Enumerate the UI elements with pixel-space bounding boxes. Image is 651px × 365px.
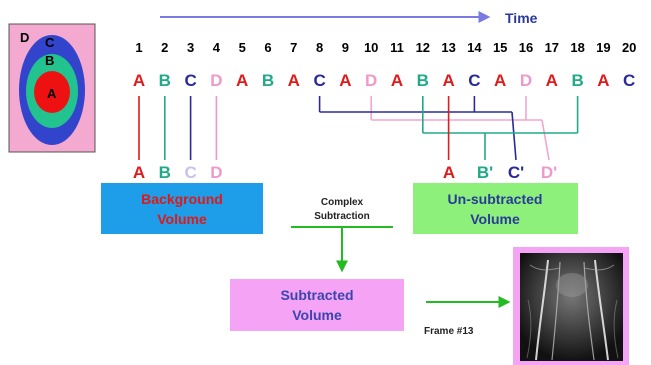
sequence-letter: B — [571, 71, 583, 90]
background-volume-box: Background Volume — [101, 183, 263, 234]
sequence-letter: A — [597, 71, 609, 90]
subtracted-volume-line2: Volume — [292, 307, 342, 323]
sequence-letter: D — [210, 71, 222, 90]
unsubtracted-volume-line2: Volume — [470, 211, 520, 227]
background-volume-line1: Background — [141, 191, 223, 207]
frame-number: 3 — [187, 40, 194, 55]
region-c-label: C — [45, 35, 55, 50]
unsubtracted-volume-line1: Un-subtracted — [448, 191, 543, 207]
sequence-letter: A — [339, 71, 351, 90]
unsubtracted-frame-letter: A — [443, 163, 455, 182]
frame-number: 8 — [316, 40, 323, 55]
background-frame-letter: B — [159, 163, 171, 182]
region-b-label: B — [45, 53, 54, 68]
frame-number: 17 — [545, 40, 559, 55]
unsubtracted-volume-box: Un-subtracted Volume — [413, 183, 578, 234]
sequence-letter: A — [494, 71, 506, 90]
sequence-letter: C — [184, 71, 196, 90]
region-d-label: D — [20, 30, 29, 45]
frame-number: 13 — [441, 40, 455, 55]
background-volume-line2: Volume — [157, 211, 207, 227]
sequence-letter: B — [159, 71, 171, 90]
frame-number: 10 — [364, 40, 378, 55]
sequence-letter: B — [262, 71, 274, 90]
unsubtracted-frame-letter: D' — [541, 163, 557, 182]
sequence-letter: C — [623, 71, 635, 90]
frame-number: 7 — [290, 40, 297, 55]
frame-number: 18 — [570, 40, 584, 55]
complex-subtraction-line2: Subtraction — [314, 211, 370, 222]
frame-number: 1 — [135, 40, 142, 55]
sequence-letter: A — [288, 71, 300, 90]
sequence-letter: D — [520, 71, 532, 90]
region-a-ellipse — [34, 71, 70, 113]
subtracted-volume-box: Subtracted Volume — [230, 279, 404, 331]
background-frame-letter: D — [210, 163, 222, 182]
sequence-letter: B — [417, 71, 429, 90]
subtracted-volume-line1: Subtracted — [280, 287, 353, 303]
sequence-letter: A — [236, 71, 248, 90]
connector-lines — [138, 96, 579, 161]
frame-number: 12 — [416, 40, 430, 55]
frame-number: 16 — [519, 40, 533, 55]
sequence-letter: C — [468, 71, 480, 90]
unsubtracted-frame-letter: C' — [508, 163, 524, 182]
sequence-letter: A — [133, 71, 145, 90]
frame-number: 20 — [622, 40, 636, 55]
background-frame-letter: C — [184, 163, 196, 182]
frame-number: 15 — [493, 40, 507, 55]
sequence-letter: D — [365, 71, 377, 90]
frame-number: 14 — [467, 40, 482, 55]
frame-number: 4 — [213, 40, 221, 55]
frame-label: Frame #13 — [424, 326, 474, 337]
complex-subtraction: Complex Subtraction — [291, 197, 393, 273]
unsubtracted-frames-row: A B' C' D' — [443, 163, 557, 182]
background-frame-letter: A — [133, 163, 145, 182]
connector-line — [541, 119, 550, 161]
region-a-label: A — [47, 86, 57, 101]
frame-number: 5 — [239, 40, 246, 55]
sequence-letter: A — [391, 71, 403, 90]
sequence-letter: C — [313, 71, 325, 90]
sequence-letter: A — [442, 71, 454, 90]
frame-number: 9 — [342, 40, 349, 55]
frame-number: 11 — [390, 40, 404, 55]
time-label: Time — [505, 10, 538, 26]
frame-number: 6 — [264, 40, 271, 55]
frame-number: 19 — [596, 40, 610, 55]
frame-number: 2 — [161, 40, 168, 55]
angiogram-image — [513, 247, 629, 365]
unsubtracted-frame-letter: B' — [477, 163, 493, 182]
kspace-regions-diagram: D C B A — [8, 23, 96, 153]
connector-line — [511, 111, 517, 161]
sequence-letter: A — [546, 71, 558, 90]
complex-subtraction-line1: Complex — [321, 197, 364, 208]
